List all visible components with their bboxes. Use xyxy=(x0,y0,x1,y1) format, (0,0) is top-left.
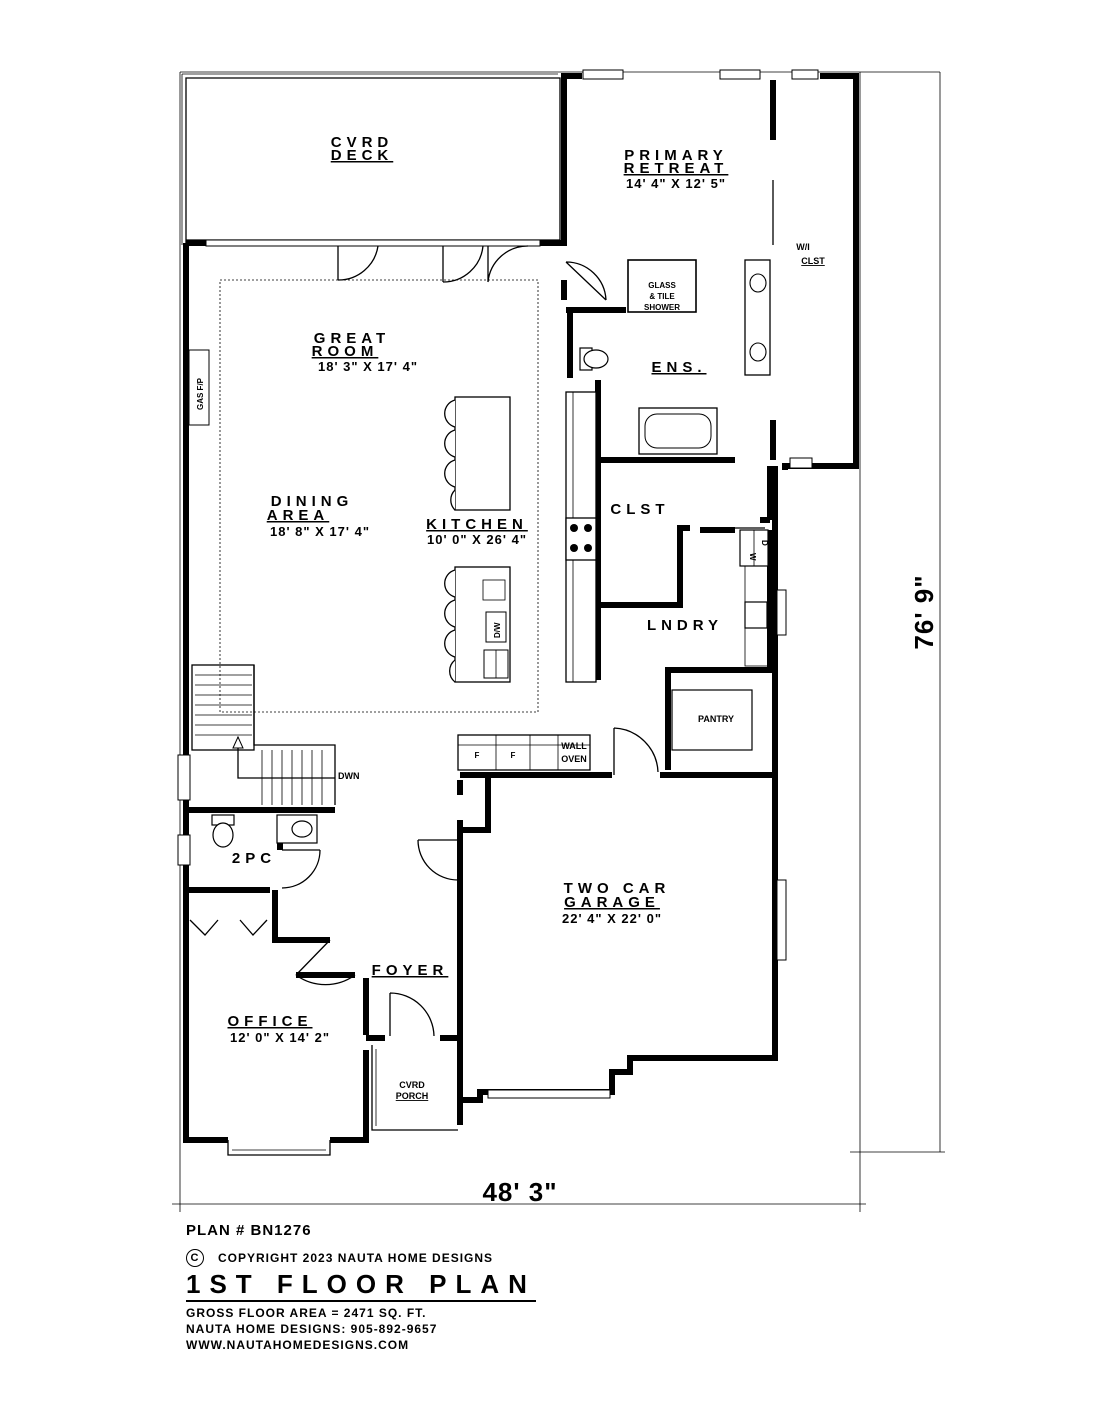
closet-label: CLST xyxy=(610,501,669,518)
kitchen-label: KITCHEN xyxy=(426,516,528,533)
kitchen-island xyxy=(444,396,511,683)
primary-size: 14' 4" X 12' 5" xyxy=(626,176,726,191)
copyright-icon: C xyxy=(186,1249,204,1267)
fireplace xyxy=(188,349,210,426)
dining-label-2: AREA xyxy=(267,507,330,524)
windows xyxy=(177,69,819,1099)
shower-label-2: & TILE xyxy=(649,292,675,301)
garage-label-1: TWO CAR xyxy=(564,880,671,897)
deck-label-1: CVRD xyxy=(331,134,394,151)
overall-width: 48' 3" xyxy=(482,1177,557,1207)
pantry-shelf xyxy=(671,689,753,751)
ensuite-label: ENS. xyxy=(651,359,706,376)
kitchen-size: 10' 0" X 26' 4" xyxy=(427,532,527,547)
covered-porch xyxy=(371,1045,458,1131)
garage-label-2: GARAGE xyxy=(564,894,660,911)
primary-label-1: PRIMARY xyxy=(624,147,728,164)
fridge-label-2: F xyxy=(511,751,516,760)
dishwasher-label: D/W xyxy=(493,622,502,638)
wall-oven-label-2: OVEN xyxy=(561,754,587,764)
dryer-label: D xyxy=(760,540,769,546)
primary-label-2: RETREAT xyxy=(624,160,729,177)
wi-clst-label-1: W/I xyxy=(796,242,810,252)
stairs-down-label: DWN xyxy=(338,771,360,781)
pantry-label: PANTRY xyxy=(698,714,734,724)
gross-floor-area: GROSS FLOOR AREA = 2471 SQ. FT. xyxy=(186,1306,427,1320)
dining-size: 18' 8" X 17' 4" xyxy=(270,524,370,539)
great-room-label-2: ROOM xyxy=(312,343,379,360)
copyright-line: C COPYRIGHT 2023 NAUTA HOME DESIGNS xyxy=(186,1246,746,1270)
shower-label-3: SHOWER xyxy=(644,303,680,312)
great-room-label-1: GREAT xyxy=(314,330,390,347)
powder-room-label: 2PC xyxy=(232,850,276,867)
plan-number: PLAN # BN1276 xyxy=(186,1222,312,1239)
porch-label-1: CVRD xyxy=(399,1080,425,1090)
ceiling-outline xyxy=(219,279,539,713)
wi-clst-label-2: CLST xyxy=(801,256,825,266)
copyright-text: COPYRIGHT 2023 NAUTA HOME DESIGNS xyxy=(218,1251,494,1265)
office-size: 12' 0" X 14' 2" xyxy=(230,1030,330,1045)
drawing-title: 1ST FLOOR PLAN xyxy=(186,1270,536,1302)
office-bay-window xyxy=(227,1140,331,1156)
bar-stools xyxy=(444,399,456,683)
washer-label: W xyxy=(748,553,757,561)
laundry-fixtures xyxy=(739,529,771,667)
exterior-walls xyxy=(183,73,859,1143)
dining-label-1: DINING xyxy=(271,493,354,510)
foyer-label: FOYER xyxy=(372,962,449,979)
range xyxy=(565,517,597,561)
ensuite-fixtures xyxy=(579,259,771,455)
designer-website[interactable]: WWW.NAUTAHOMEDESIGNS.COM xyxy=(186,1338,410,1352)
overall-depth: 76' 9" xyxy=(909,574,939,649)
great-room-size: 18' 3" X 17' 4" xyxy=(318,359,418,374)
office-label: OFFICE xyxy=(228,1013,313,1030)
gas-fp-label: GAS F/P xyxy=(196,377,205,410)
powder-room-fixtures xyxy=(211,814,318,848)
kitchen-counter xyxy=(565,391,597,683)
door-swings xyxy=(189,180,774,1037)
garage-size: 22' 4" X 22' 0" xyxy=(562,911,662,926)
shower-label-1: GLASS xyxy=(648,281,676,290)
fridge-label-1: F xyxy=(475,751,480,760)
porch-label-2: PORCH xyxy=(396,1091,429,1101)
staircase xyxy=(191,664,336,805)
laundry-label: LNDRY xyxy=(647,617,723,634)
oven-fridge-block xyxy=(457,734,591,771)
wall-oven-label-1: WALL xyxy=(561,741,587,751)
title-block: PLAN # BN1276 C COPYRIGHT 2023 NAUTA HOM… xyxy=(186,1222,746,1354)
interior-walls xyxy=(186,80,776,1041)
deck-label-2: DECK xyxy=(331,147,394,164)
designer-phone: NAUTA HOME DESIGNS: 905-892-9657 xyxy=(186,1322,438,1336)
room-labels: CVRD DECK PRIMARY RETREAT 14' 4" X 12' 5… xyxy=(228,134,826,1101)
